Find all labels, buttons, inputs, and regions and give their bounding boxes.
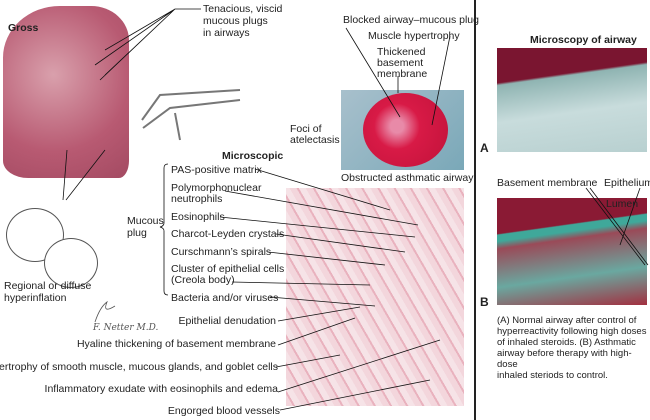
gross-lung-illustration xyxy=(3,6,129,178)
label-pmn-2: neutrophils xyxy=(171,193,223,205)
signature: F. Netter M.D. xyxy=(93,323,159,333)
label-denudation: Epithelial denudation xyxy=(178,315,277,327)
label-b: B xyxy=(480,295,489,309)
caption-line: (A) Normal airway after control of xyxy=(497,315,637,326)
caption-line: inhaled steriods to control. xyxy=(497,370,608,381)
label-hyperinflation-2: hyperinflation xyxy=(4,292,67,304)
label-hyperinflation-1: Regional or diffuse xyxy=(4,280,92,292)
label-hypertrophy: Hypertrophy of smooth muscle, mucous gla… xyxy=(0,361,278,373)
mucous-plug-label-1: Mucous xyxy=(127,215,164,227)
label-mucous-plugs-3: in airways xyxy=(203,27,250,39)
label-foci-2: atelectasis xyxy=(290,134,340,146)
airway-photo-caption: Obstructed asthmatic airway xyxy=(341,172,474,184)
label-mucous-plugs-1: Tenacious, viscid xyxy=(203,3,283,15)
label-basement-membrane: Basement membrane xyxy=(497,177,598,189)
alveolus-illustration xyxy=(44,238,98,288)
label-thickened-1: Thickened xyxy=(377,46,426,58)
label-inflammatory: Inflammatory exudate with eosinophils an… xyxy=(44,383,278,395)
label-hyaline: Hyaline thickening of basement membrane xyxy=(76,338,276,350)
label-charcot-leyden: Charcot-Leyden crystals xyxy=(171,228,285,240)
microscopic-title: Microscopic xyxy=(222,150,284,162)
caption-line: hyperreactivity following high doses xyxy=(497,326,647,337)
label-a: A xyxy=(480,141,489,155)
label-blocked-airway: Blocked airway–mucous plug xyxy=(343,14,479,26)
caption-line: airway before therapy with high-dose xyxy=(497,348,632,370)
panel-divider xyxy=(474,0,476,420)
label-creola-1: Cluster of epithelial cells xyxy=(171,263,285,275)
label-thickened-3: membrane xyxy=(377,68,428,80)
label-epithelium: Epithelium xyxy=(604,177,650,189)
label-bacteria: Bacteria and/or viruses xyxy=(171,292,279,304)
label-curschmann: Curschmann’s spirals xyxy=(171,246,272,258)
microscopic-airway-illustration xyxy=(286,188,464,406)
gross-title: Gross xyxy=(8,22,39,34)
label-foci-1: Foci of xyxy=(290,123,322,135)
label-mucous-plugs-2: mucous plugs xyxy=(203,15,268,27)
caption-line: of inhaled steroids. (B) Asthmatic xyxy=(497,337,636,348)
micrograph-a xyxy=(497,48,647,152)
mucous-plug-label-2: plug xyxy=(127,227,147,239)
obstructed-airway-photo xyxy=(341,90,464,170)
label-pas: PAS-positive matrix xyxy=(171,164,262,176)
label-lumen: Lumen xyxy=(606,198,639,210)
label-blood-vessels: Engorged blood vessels xyxy=(167,405,280,417)
right-panel-title: Microscopy of airway xyxy=(530,34,637,46)
micrograph-b xyxy=(497,198,647,305)
right-panel-caption: (A) Normal airway after control of hyper… xyxy=(497,315,650,381)
label-muscle-hypertrophy: Muscle hypertrophy xyxy=(368,30,460,42)
label-thickened-2: basement xyxy=(377,57,424,69)
label-creola-2: (Creola body) xyxy=(171,274,235,286)
label-pmn-1: Polymorphonuclear xyxy=(171,182,262,194)
label-eosinophils: Eosinophils xyxy=(171,211,225,223)
